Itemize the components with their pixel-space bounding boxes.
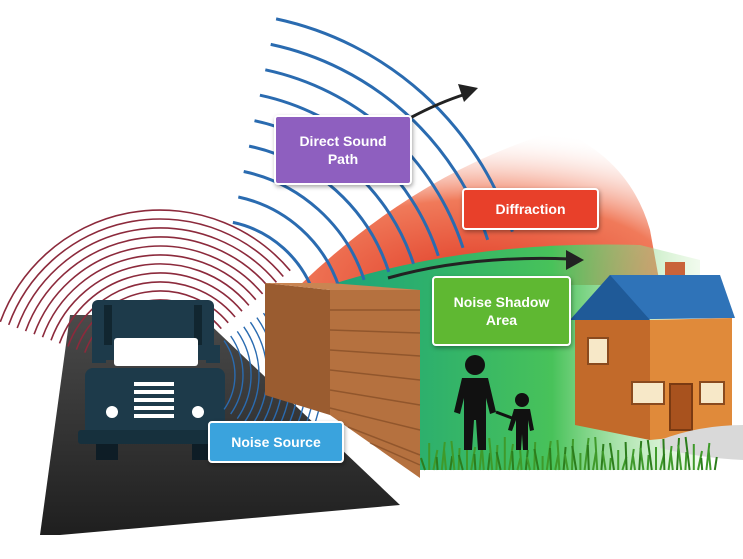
truck <box>78 300 230 460</box>
grass-blade <box>545 440 552 471</box>
truck-windshield <box>114 338 198 366</box>
source-wave-6 <box>41 254 257 338</box>
shadow-path-arrow <box>387 250 584 280</box>
adult-silhouette <box>454 355 496 450</box>
grass-blade <box>705 442 711 471</box>
direct-path-arrow <box>409 84 478 120</box>
direct-sound-path-label: Direct Sound Path <box>274 115 412 185</box>
direct-sound-path-line1: Direct Sound <box>299 133 387 149</box>
source-wave-3 <box>67 281 236 347</box>
grass-blade <box>624 441 628 471</box>
grass-blade <box>511 450 515 471</box>
grass-blade <box>526 456 531 471</box>
grass-blade <box>609 442 615 471</box>
direct-wave-3 <box>243 170 366 281</box>
grass-blade <box>594 436 599 471</box>
noise-shadow-area-label: Noise Shadow Area <box>432 276 571 346</box>
barrier-wave-4 <box>243 326 260 424</box>
grass-blade <box>420 457 426 471</box>
grass-blade <box>697 450 703 471</box>
noise-barrier-wall <box>265 283 421 478</box>
barrier-wave-2 <box>230 335 244 415</box>
source-wave-4 <box>58 272 243 344</box>
source-wave-7 <box>33 245 264 335</box>
source-wave-8 <box>24 236 271 332</box>
source-wave-5 <box>50 263 250 341</box>
grass-blade <box>473 453 477 471</box>
house <box>570 262 743 460</box>
house-window-side <box>587 337 609 365</box>
noise-source-label: Noise Source <box>208 421 344 463</box>
grass-blade <box>677 444 683 471</box>
grass-blade <box>684 451 688 471</box>
direct-sound-path-line2: Path <box>327 151 359 167</box>
grass-blade <box>608 457 612 471</box>
child-silhouette <box>495 393 534 450</box>
barrier-wave-1 <box>223 340 236 410</box>
grass-blade <box>533 448 540 471</box>
diffraction-text: Diffraction <box>495 201 566 217</box>
grass-blade <box>563 453 569 471</box>
grass-blade <box>662 438 666 471</box>
grass-blade <box>508 443 514 471</box>
diffraction-label: Diffraction <box>462 188 599 230</box>
grass-blade <box>488 437 494 471</box>
direct-wave-2 <box>237 195 341 289</box>
grass-blade <box>632 455 636 471</box>
source-wave-10 <box>7 218 284 326</box>
grass-blade <box>586 444 590 471</box>
grass-blade <box>450 440 456 471</box>
grass-blade <box>556 439 561 471</box>
noise-shadow-line1: Noise Shadow <box>453 294 550 310</box>
house-window-front-right <box>699 381 725 405</box>
noise-shadow-line2: Area <box>485 312 518 328</box>
grass-blade <box>646 454 650 471</box>
grass-blade <box>601 450 607 471</box>
grass-blade <box>669 452 674 471</box>
grass-blade <box>432 449 439 471</box>
grass-blade <box>646 439 653 471</box>
grass-blade <box>495 451 502 471</box>
grass-blade <box>707 449 712 471</box>
truck-grille <box>134 382 174 418</box>
grass <box>420 436 718 471</box>
grass-blade <box>713 456 718 471</box>
grass-blade <box>700 457 704 471</box>
grass-blade <box>583 437 590 471</box>
truck-headlight-right <box>192 406 204 418</box>
grass-blade <box>571 445 578 471</box>
house-window-front-left <box>631 381 665 405</box>
barrier-wave-3 <box>236 330 252 420</box>
house-path <box>660 425 743 460</box>
grass-blade <box>639 447 645 471</box>
grass-blade <box>443 448 447 471</box>
grass-blade <box>470 446 477 471</box>
grass-blade <box>457 454 464 471</box>
grass-blade <box>684 436 691 471</box>
source-wave-9 <box>16 227 278 329</box>
direct-wave-4 <box>248 144 391 273</box>
grass-blade <box>440 441 446 471</box>
house-door <box>669 383 693 431</box>
source-wave-11 <box>0 209 291 323</box>
noise-source-text: Noise Source <box>231 434 321 450</box>
grass-blade <box>435 456 439 471</box>
grass-blade <box>549 447 552 471</box>
truck-headlight-left <box>106 406 118 418</box>
